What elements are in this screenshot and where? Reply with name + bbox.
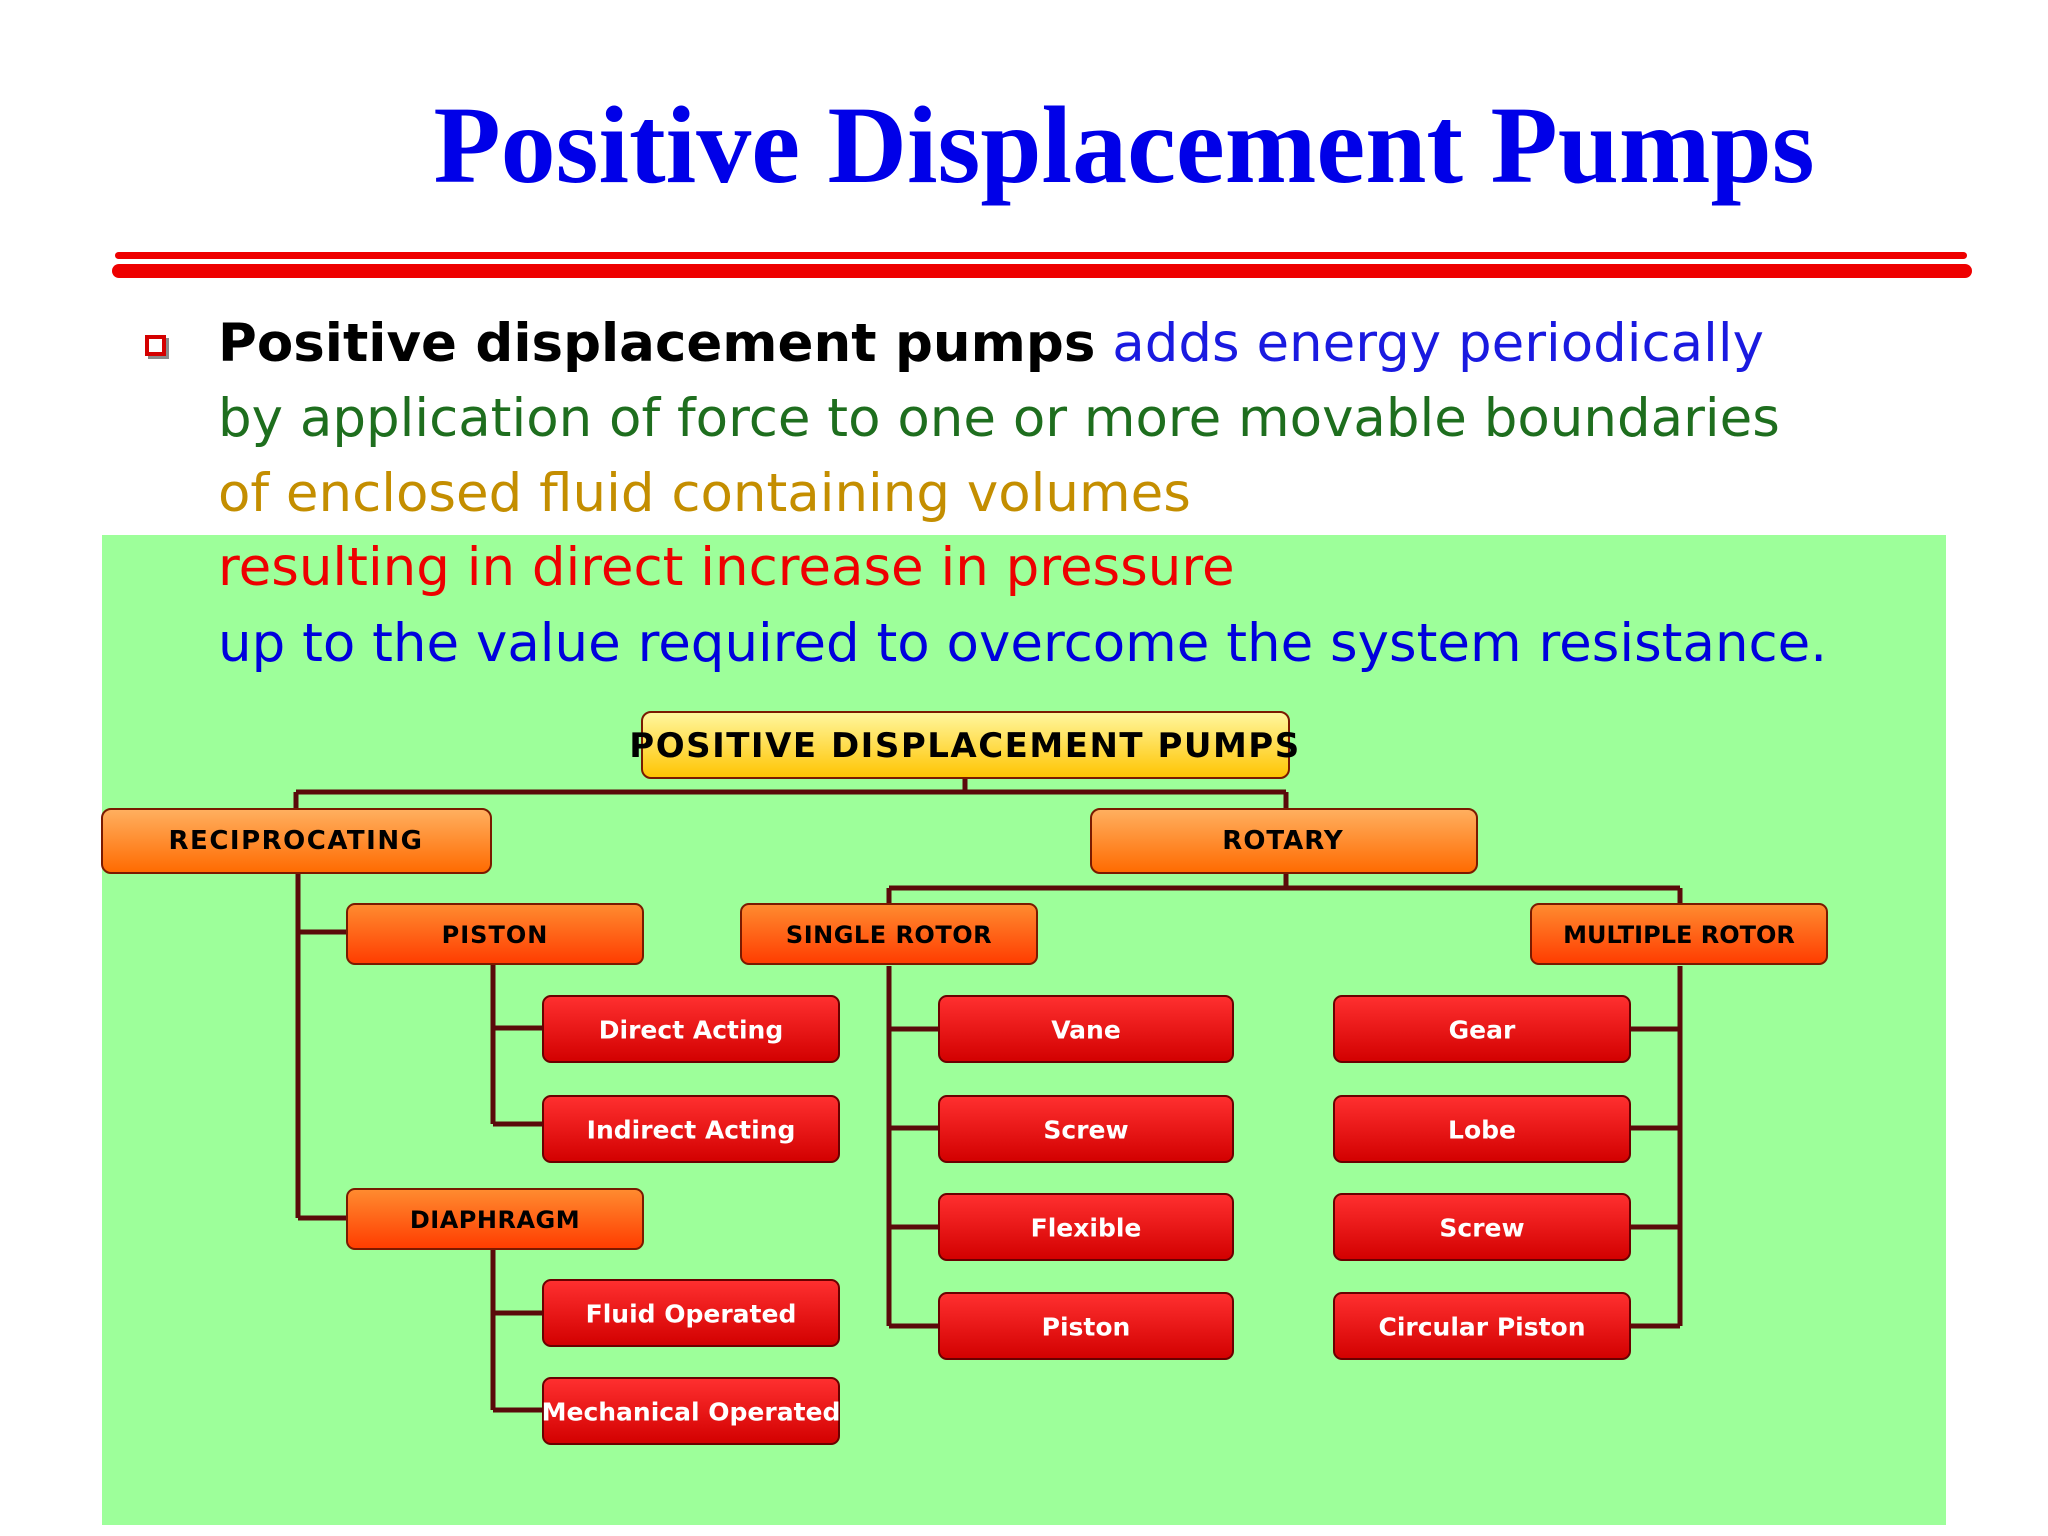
node-root-label: POSITIVE DISPLACEMENT PUMPS xyxy=(629,726,1300,766)
definition-term: Positive displacement pumps xyxy=(218,313,1096,374)
node-diaphragm: DIAPHRAGM xyxy=(346,1188,644,1250)
checkbox-bullet-icon xyxy=(145,335,166,356)
node-piston-label: PISTON xyxy=(442,921,549,949)
leaf-multi-screw-label: Screw xyxy=(1439,1214,1524,1243)
node-multiple-rotor: MULTIPLE ROTOR xyxy=(1530,903,1828,965)
leaf-single-screw: Screw xyxy=(938,1095,1234,1163)
tree-connectors xyxy=(293,778,1683,1413)
leaf-single-vane-label: Vane xyxy=(1051,1016,1121,1045)
leaf-multi-circular-piston: Circular Piston xyxy=(1333,1292,1631,1360)
title-underline-thick xyxy=(112,264,1972,278)
leaf-single-flexible-label: Flexible xyxy=(1031,1214,1142,1243)
leaf-direct-acting: Direct Acting xyxy=(542,995,840,1063)
node-reciprocating: RECIPROCATING xyxy=(101,808,492,874)
definition-line-4: resulting in direct increase in pressure xyxy=(218,537,1235,598)
leaf-single-flexible: Flexible xyxy=(938,1193,1234,1261)
leaf-single-screw-label: Screw xyxy=(1043,1116,1128,1145)
definition-line-2: by application of force to one or more m… xyxy=(218,388,1780,449)
leaf-single-vane: Vane xyxy=(938,995,1234,1063)
leaf-direct-acting-label: Direct Acting xyxy=(599,1016,783,1045)
leaf-multi-circular-piston-label: Circular Piston xyxy=(1378,1313,1585,1342)
node-reciprocating-label: RECIPROCATING xyxy=(169,826,424,856)
node-single-rotor-label: SINGLE ROTOR xyxy=(786,921,992,949)
leaf-indirect-acting-label: Indirect Acting xyxy=(587,1116,796,1145)
node-diaphragm-label: DIAPHRAGM xyxy=(410,1206,580,1234)
leaf-fluid-operated-label: Fluid Operated xyxy=(586,1300,797,1329)
definition-line-1-rest: adds energy periodically xyxy=(1095,313,1764,374)
definition-line-3: of enclosed fluid containing volumes xyxy=(218,463,1191,524)
leaf-single-piston: Piston xyxy=(938,1292,1234,1360)
node-single-rotor: SINGLE ROTOR xyxy=(740,903,1038,965)
leaf-multi-screw: Screw xyxy=(1333,1193,1631,1261)
node-piston: PISTON xyxy=(346,903,644,965)
node-rotary-label: ROTARY xyxy=(1222,826,1344,856)
leaf-single-piston-label: Piston xyxy=(1042,1313,1131,1342)
leaf-multi-gear-label: Gear xyxy=(1449,1016,1516,1045)
leaf-mechanical-operated: Mechanical Operated xyxy=(542,1377,841,1445)
leaf-fluid-operated: Fluid Operated xyxy=(542,1279,840,1347)
leaf-multi-lobe: Lobe xyxy=(1333,1095,1631,1163)
definition-line-5: up to the value required to overcome the… xyxy=(218,613,1828,674)
title-underline-thin xyxy=(115,252,1967,259)
leaf-mechanical-operated-label: Mechanical Operated xyxy=(542,1398,841,1427)
leaf-multi-lobe-label: Lobe xyxy=(1448,1116,1516,1145)
leaf-indirect-acting: Indirect Acting xyxy=(542,1095,840,1163)
node-root: POSITIVE DISPLACEMENT PUMPS xyxy=(629,711,1300,779)
node-rotary: ROTARY xyxy=(1090,808,1478,874)
definition-line-1: Positive displacement pumps adds energy … xyxy=(218,306,1764,381)
node-multiple-rotor-label: MULTIPLE ROTOR xyxy=(1563,921,1795,949)
leaf-multi-gear: Gear xyxy=(1333,995,1631,1063)
page-title: Positive Displacement Pumps xyxy=(433,84,1815,206)
